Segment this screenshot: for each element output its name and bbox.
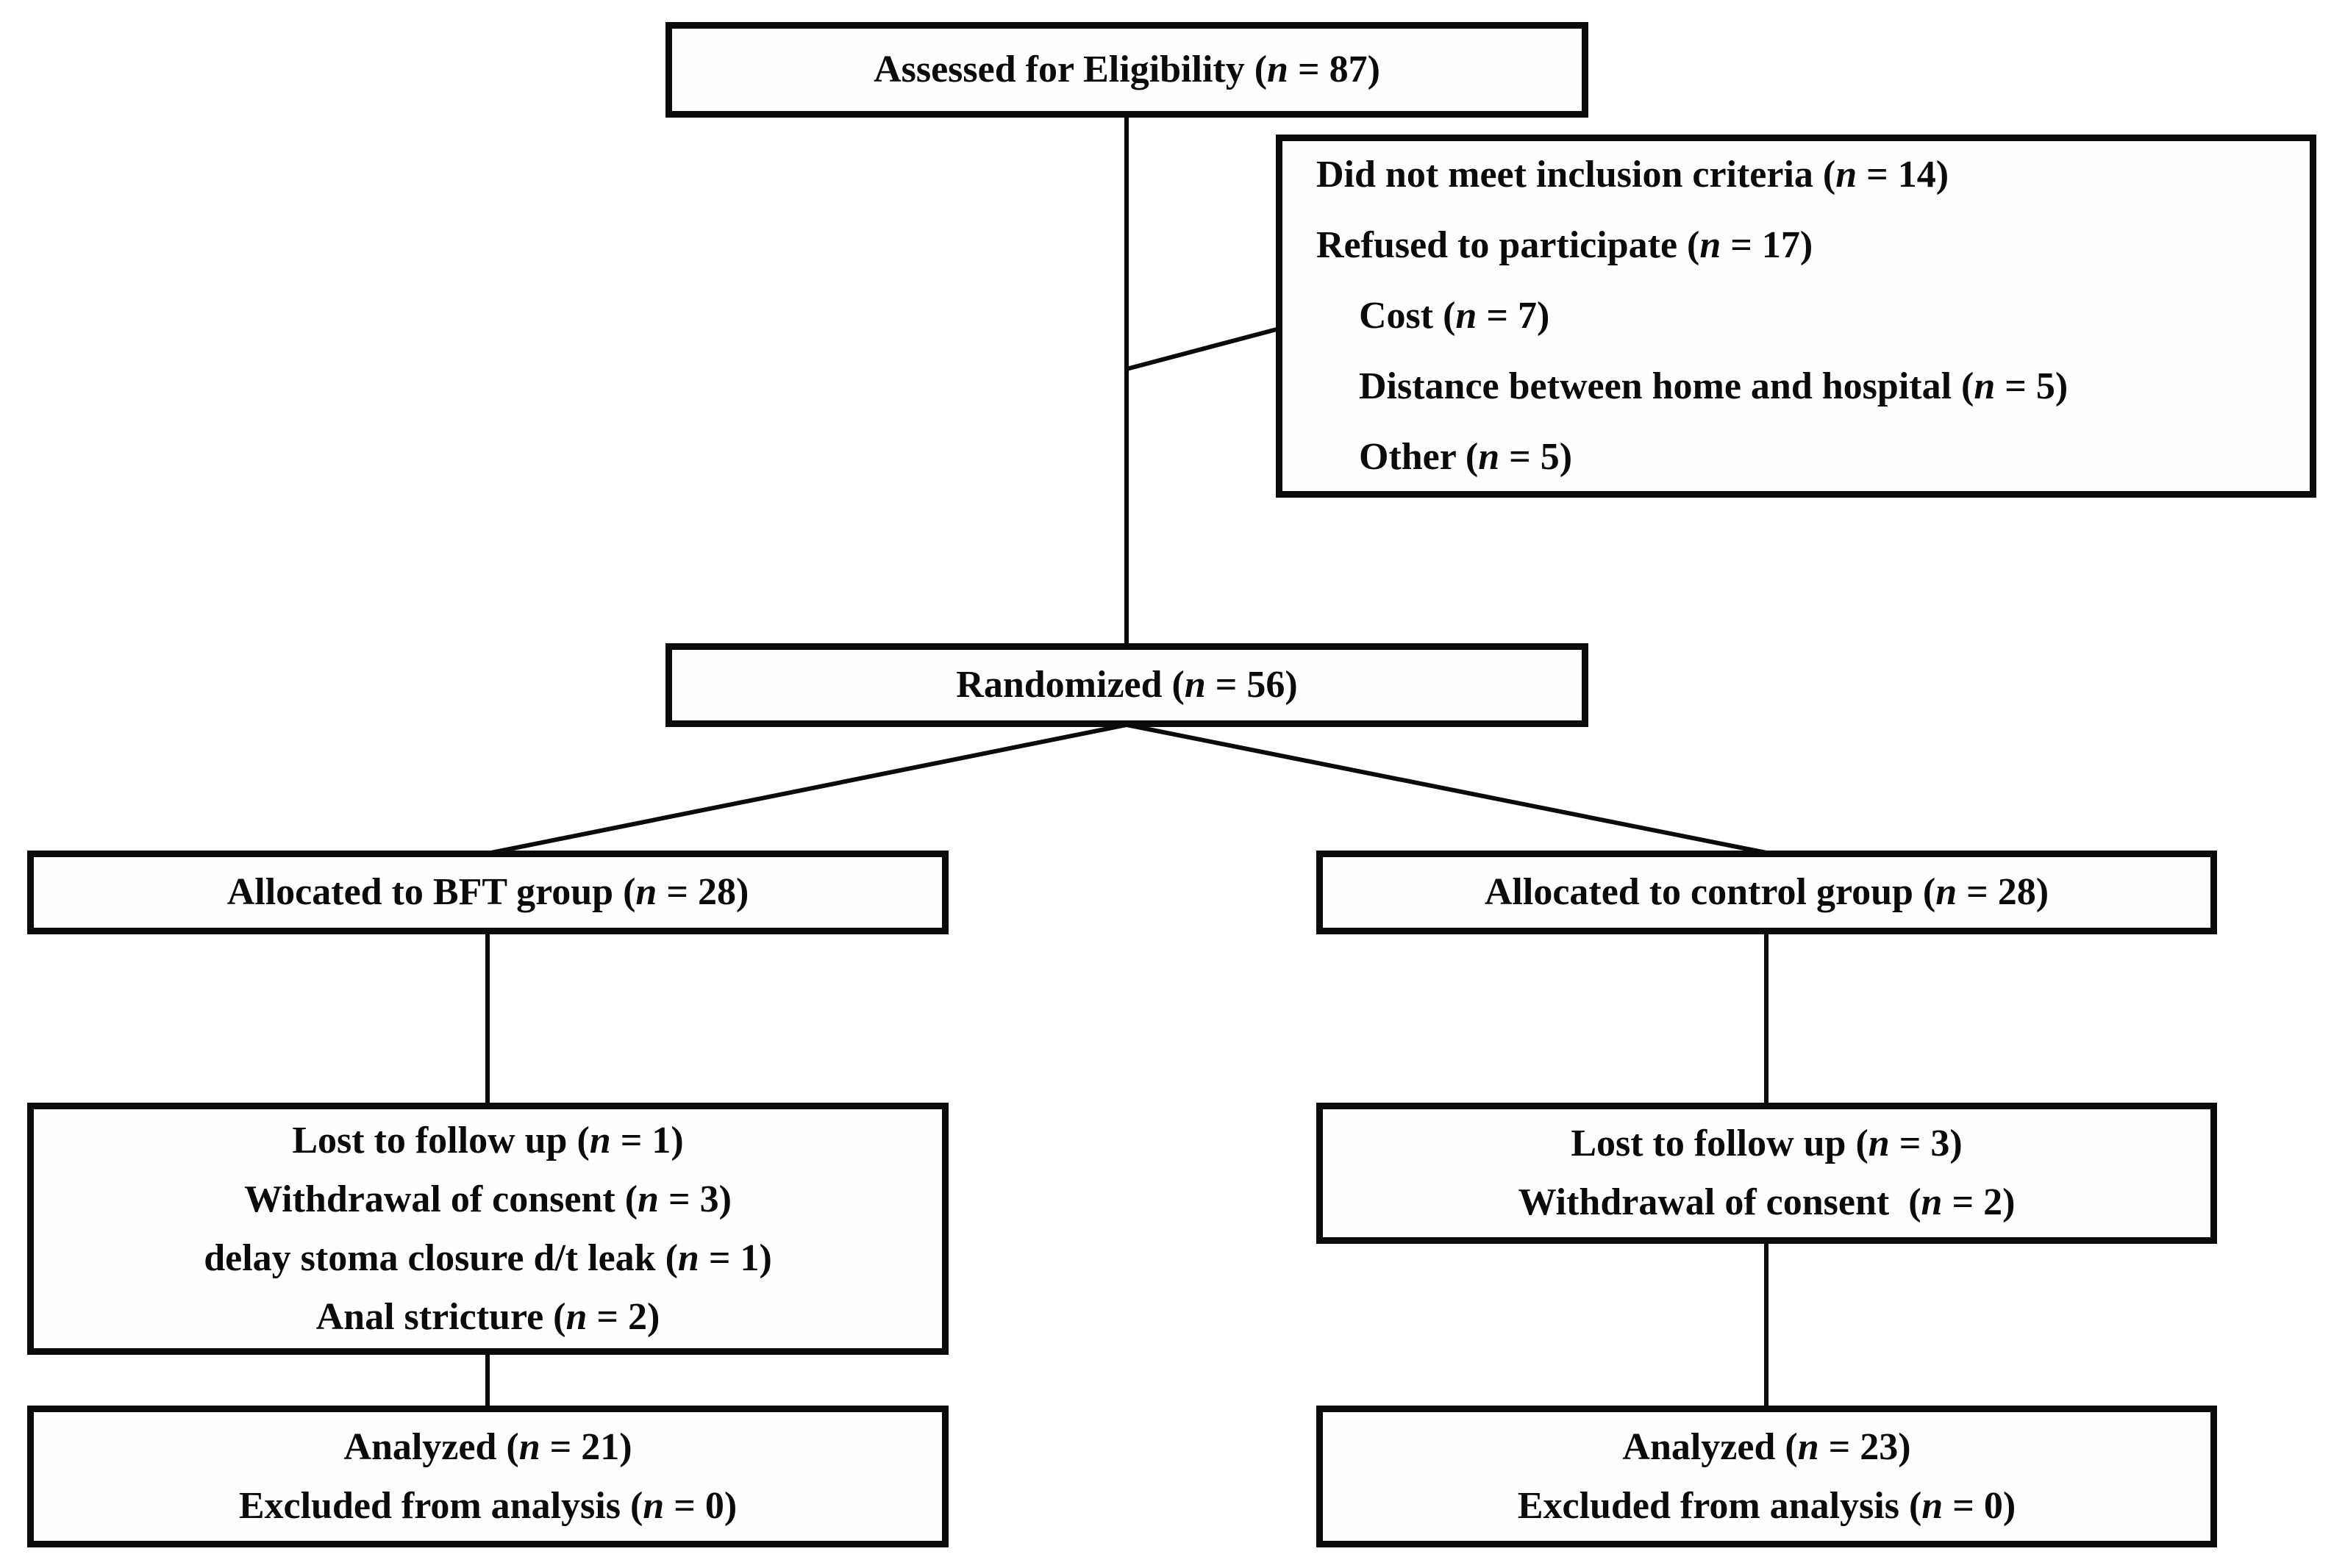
bft-analysis-line-excluded: Excluded from analysis (n = 0) [238,1484,738,1527]
control-followup-line-withdrawal: Withdrawal of consent (n = 2) [1518,1181,2016,1223]
bft-followup-line-stricture: Anal stricture (n = 2) [315,1295,660,1338]
bft-allocation-label: Allocated to BFT group (n = 28) [226,871,749,913]
connector-trunk-to-exclusions [1126,326,1280,371]
bft-allocation-box: Allocated to BFT group (n = 28) [27,851,949,934]
randomized-box: Randomized (n = 56) [665,643,1588,727]
bft-followup-line-lost: Lost to follow up (n = 1) [292,1119,684,1161]
assessed-eligibility-label: Assessed for Eligibility (n = 87) [874,49,1380,90]
bft-analysis-box: Analyzed (n = 21) Excluded from analysis… [27,1406,949,1547]
control-followup-box: Lost to follow up (n = 3) Withdrawal of … [1316,1103,2217,1244]
randomized-label: Randomized (n = 56) [956,664,1298,706]
control-analysis-line-analyzed: Analyzed (n = 23) [1622,1425,1911,1468]
exclusion-line-inclusion-criteria: Did not meet inclusion criteria (n = 14) [1316,154,1949,196]
control-allocation-label: Allocated to control group (n = 28) [1484,871,2049,913]
connector-randomized-to-bft [490,723,1127,855]
exclusion-line-cost: Cost (n = 7) [1359,295,1550,337]
bft-followup-line-stoma: delay stoma closure d/t leak (n = 1) [204,1236,772,1279]
exclusion-line-other: Other (n = 5) [1359,436,1573,478]
control-allocation-box: Allocated to control group (n = 28) [1316,851,2217,934]
control-analysis-box: Analyzed (n = 23) Excluded from analysis… [1316,1406,2217,1547]
bft-followup-box: Lost to follow up (n = 1) Withdrawal of … [27,1103,949,1355]
bft-analysis-line-analyzed: Analyzed (n = 21) [343,1425,632,1468]
control-analysis-line-excluded: Excluded from analysis (n = 0) [1517,1484,2016,1527]
exclusion-line-refused: Refused to participate (n = 17) [1316,224,1813,266]
bft-followup-line-withdrawal: Withdrawal of consent (n = 3) [244,1178,732,1220]
control-followup-line-lost: Lost to follow up (n = 3) [1571,1123,1963,1164]
assessed-eligibility-box: Assessed for Eligibility (n = 87) [665,22,1588,118]
connector-randomized-to-control [1126,723,1767,855]
exclusions-box: Did not meet inclusion criteria (n = 14)… [1276,135,2316,498]
exclusion-line-distance: Distance between home and hospital (n = … [1359,365,2069,407]
